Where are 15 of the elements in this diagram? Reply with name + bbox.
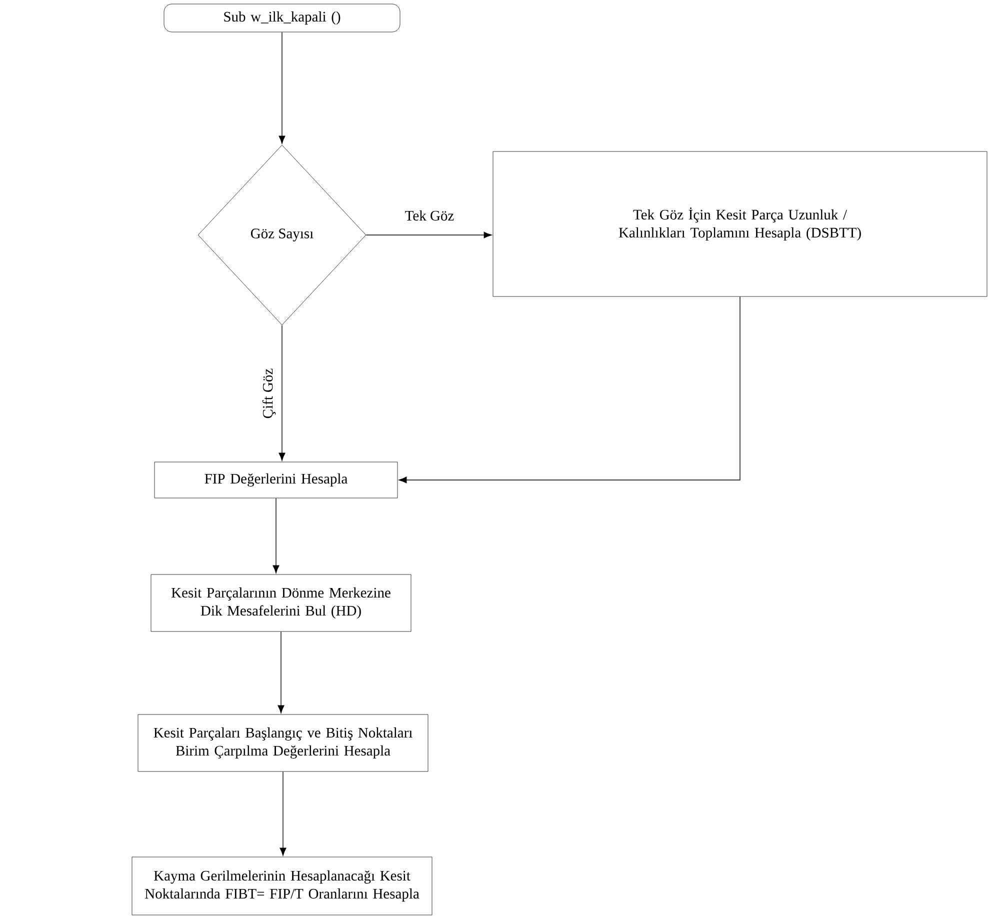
arrow: [280, 771, 286, 856]
process-box: Kesit Parçalarının Dönme Merkezine Dik Mesafelerini Bul (HD): [150, 574, 412, 632]
arrow: [272, 498, 280, 574]
process-box: Kayma Gerilmelerinin Hesaplanacağı Kesit Noktalarında FIBT= FIP/T Oranlarını Hesapla: [132, 856, 432, 916]
arrow: [278, 324, 286, 461]
process-box: Tek Göz İçin Kesit Parça Uzunluk / Kalınlıkları Toplamını Hesapla (DSBTT): [492, 151, 988, 297]
edge-label: Tek Göz: [405, 210, 454, 221]
arrow: [278, 631, 284, 714]
process-box: FIP Değerlerini Hesapla: [154, 462, 398, 498]
start-box: Sub w_ilk_kapali (): [164, 4, 400, 32]
edge-label: Çift Göz: [262, 368, 276, 418]
process-box: Kesit Parçaları Başlangıç ve Bitiş Noktaları Birim Çarpılma Değerlerini Hesapla: [138, 714, 428, 772]
arrow: [398, 296, 740, 484]
arrow: [366, 232, 492, 238]
arrow: [278, 32, 286, 144]
